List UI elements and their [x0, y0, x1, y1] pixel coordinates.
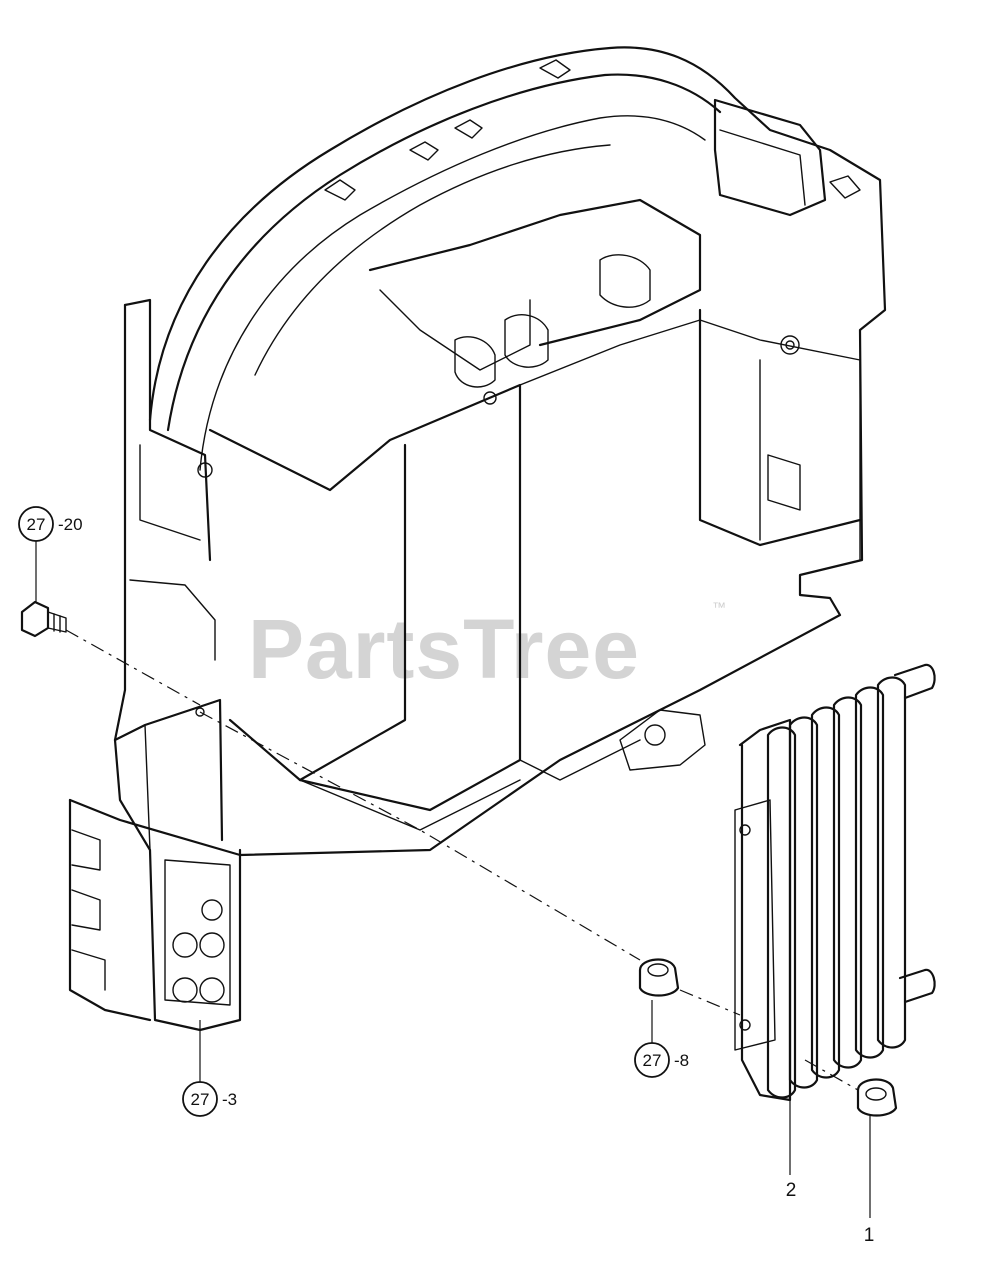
callout-suffix: -8: [674, 1051, 689, 1070]
watermark-text: PartsTree: [248, 602, 640, 696]
callout-circle: [634, 1042, 670, 1078]
callout-ref: 27: [191, 1090, 210, 1109]
callout-ref: 27: [27, 515, 46, 534]
oil-cooler: [734, 663, 936, 1102]
part-number-1[interactable]: 1: [864, 1225, 875, 1246]
callout-27-3[interactable]: 27 -3: [182, 1081, 237, 1117]
fan-shroud-housing: [68, 46, 887, 1032]
callout-suffix: -3: [222, 1090, 237, 1109]
watermark: PartsTree ™: [248, 599, 726, 696]
callout-circle: [182, 1081, 218, 1117]
assembly-lines: [35, 541, 871, 1218]
nut-27-8: [638, 958, 680, 997]
callout-circle: [18, 506, 54, 542]
part-number-label: 2: [786, 1180, 797, 1201]
callout-27-20[interactable]: 27 -20: [18, 506, 83, 542]
watermark-trademark: ™: [712, 599, 726, 615]
nut-part-1: [856, 1078, 898, 1117]
callout-27-8[interactable]: 27 -8: [634, 1042, 689, 1078]
part-number-label: 1: [864, 1225, 875, 1246]
callout-suffix: -20: [58, 515, 83, 534]
callout-ref: 27: [643, 1051, 662, 1070]
bolt-27-20: [20, 600, 67, 638]
part-number-2[interactable]: 2: [786, 1180, 797, 1201]
